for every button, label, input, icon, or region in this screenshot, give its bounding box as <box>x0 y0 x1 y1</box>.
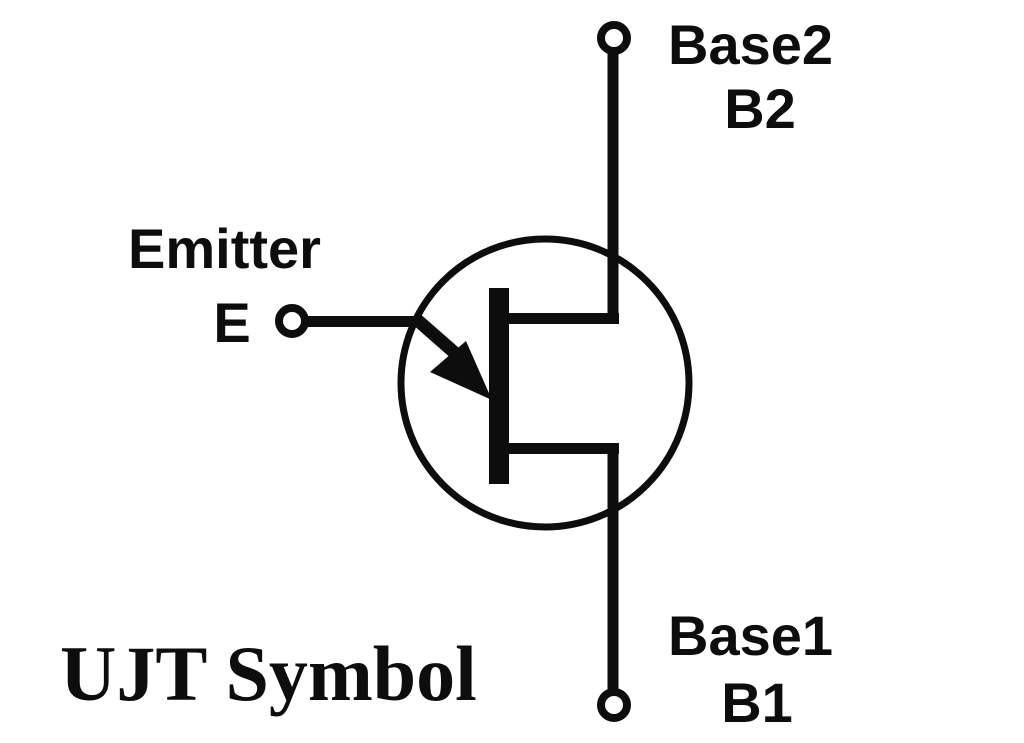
base1-ohmic-contact <box>489 443 619 454</box>
transistor-body-circle <box>397 235 693 531</box>
diagram-title: UJT Symbol <box>60 630 477 717</box>
emitter-short-label: E <box>213 291 250 354</box>
silicon-bar <box>489 288 509 484</box>
base1-label: Base1 <box>668 604 833 667</box>
base2-short-label: B2 <box>724 77 796 140</box>
emitter-label: Emitter <box>128 217 321 280</box>
base2-terminal-circle[interactable] <box>597 21 631 55</box>
base1-terminal-circle[interactable] <box>597 688 631 722</box>
emitter-lead-wire <box>304 316 420 327</box>
base2-label: Base2 <box>668 13 833 76</box>
base1-short-label: B1 <box>721 671 793 734</box>
emitter-arrow <box>410 313 492 400</box>
emitter-terminal-circle[interactable] <box>275 304 309 338</box>
emitter-arrow-head <box>430 341 492 400</box>
base2-ohmic-contact <box>489 313 619 324</box>
